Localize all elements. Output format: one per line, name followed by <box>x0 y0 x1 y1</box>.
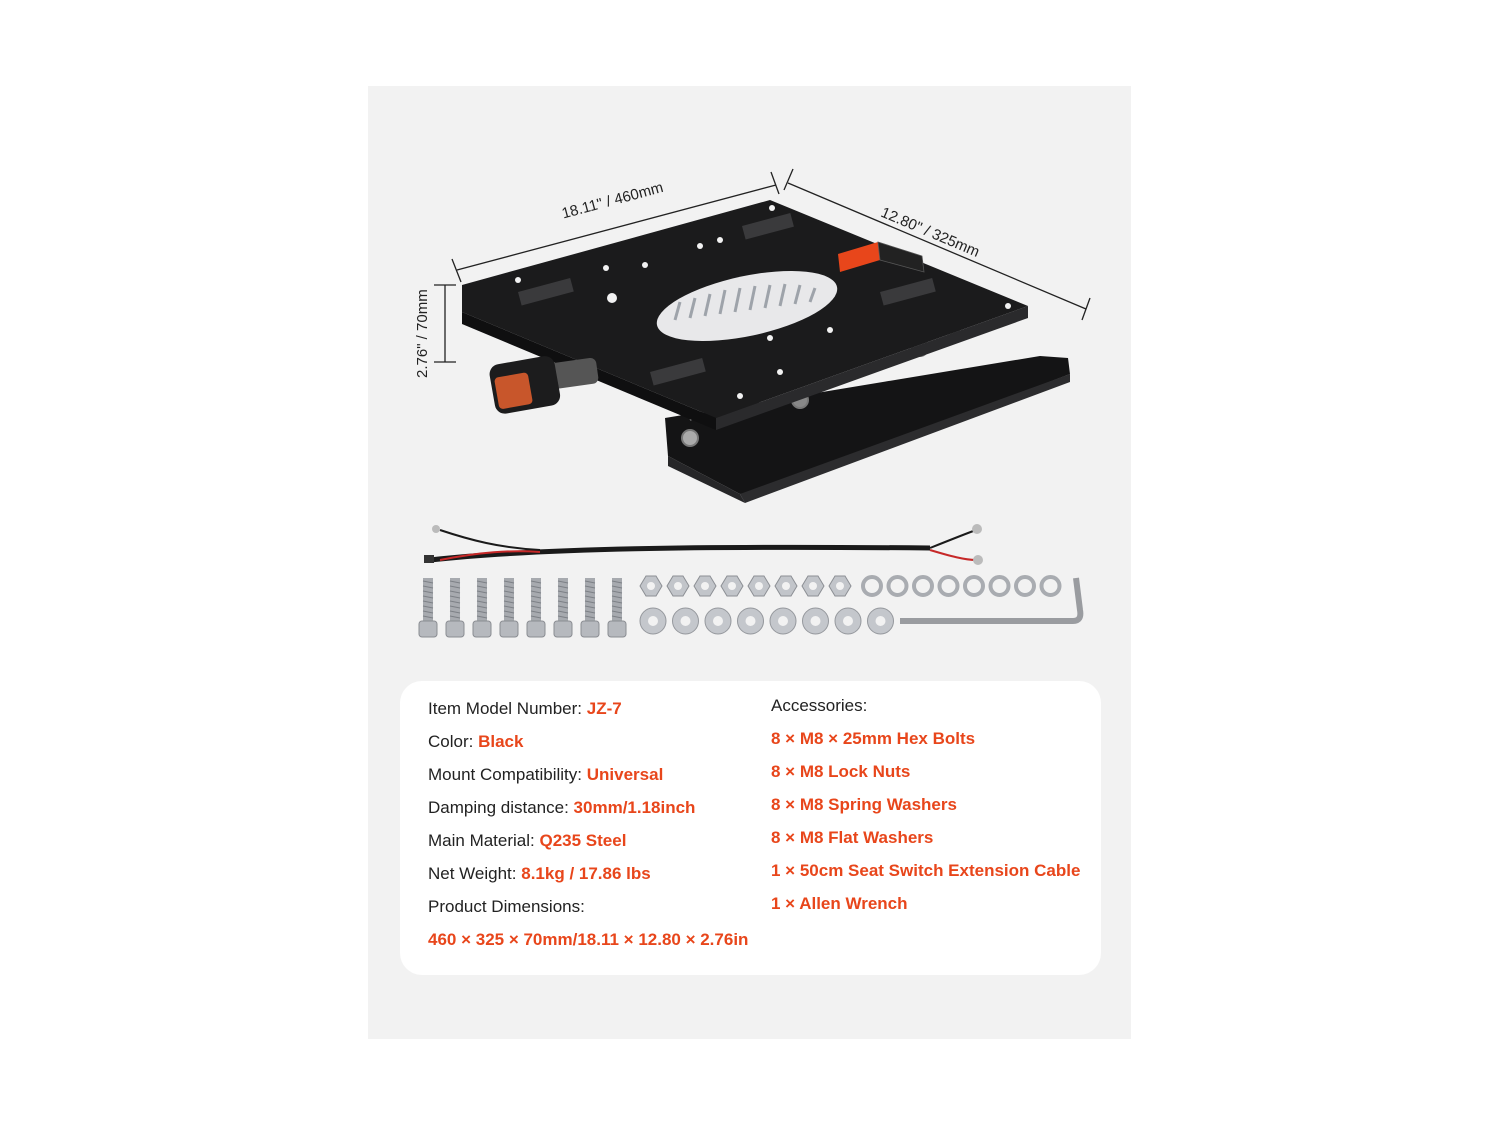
lock-nut <box>639 575 663 597</box>
spring-washer <box>912 575 934 597</box>
spring-washer <box>1014 575 1036 597</box>
material-row: Main Material: Q235 Steel <box>428 831 626 851</box>
lock-nut <box>666 575 690 597</box>
top-plate <box>462 200 1028 430</box>
flat-washer <box>639 607 667 635</box>
weight-value: 8.1kg / 17.86 lbs <box>521 864 651 883</box>
accessory-item: 8 × M8 Lock Nuts <box>771 762 911 781</box>
allen-wrench <box>900 577 1084 624</box>
height-label: 2.76" / 70mm <box>414 289 431 378</box>
hex-bolt <box>553 578 573 638</box>
hex-bolt <box>472 578 492 638</box>
damping-label: Damping distance: <box>428 798 569 817</box>
mount-label: Mount Compatibility: <box>428 765 583 784</box>
dimension-lines <box>434 168 1091 363</box>
hex-bolt <box>607 578 627 638</box>
lock-nut <box>693 575 717 597</box>
hex-bolt <box>526 578 546 638</box>
spring-washer <box>1039 575 1062 597</box>
flat-washer <box>867 607 894 635</box>
spring <box>673 283 817 321</box>
mount-value: Universal <box>586 765 664 784</box>
hex-bolt <box>445 578 465 638</box>
lock-nut <box>828 575 852 597</box>
color-row: Color: Black <box>428 732 523 752</box>
material-value: Q235 Steel <box>539 831 627 850</box>
width-dimension-line <box>787 182 1087 310</box>
color-value: Black <box>478 732 524 751</box>
spec-card <box>400 681 1101 975</box>
length-dimension-line <box>456 184 777 271</box>
color-label: Color: <box>428 732 474 751</box>
spring-washer <box>937 575 960 597</box>
warning-label <box>838 242 880 272</box>
dimensions-label: Product Dimensions: <box>428 897 585 916</box>
accessories-title: Accessories: <box>771 696 868 715</box>
accessory-item: 8 × M8 Spring Washers <box>771 795 957 814</box>
lock-nut <box>774 575 798 597</box>
extension-cable <box>424 524 983 565</box>
model-number-value: JZ-7 <box>586 699 622 718</box>
flat-washer <box>672 607 699 635</box>
spring-washer <box>886 575 909 597</box>
lock-nut <box>801 575 825 597</box>
material-label: Main Material: <box>428 831 535 850</box>
lower-frame <box>665 356 1070 503</box>
lock-nut <box>720 575 744 597</box>
model-number-label: Item Model Number: <box>428 699 582 718</box>
dimensions-value: 460 × 325 × 70mm/18.11 × 12.80 × 2.76in <box>428 930 749 949</box>
flat-washer <box>704 607 732 635</box>
flat-washer <box>769 607 797 635</box>
weight-label: Net Weight: <box>428 864 517 883</box>
adjustment-knob <box>489 356 599 414</box>
hex-bolts <box>418 578 627 638</box>
flat-washer <box>737 607 764 635</box>
flat-washer <box>802 607 829 635</box>
accessory-item: 1 × 50cm Seat Switch Extension Cable <box>771 861 1081 880</box>
damping-row: Damping distance: 30mm/1.18inch <box>428 798 695 818</box>
weight-row: Net Weight: 8.1kg / 17.86 lbs <box>428 864 651 884</box>
accessory-item: 8 × M8 × 25mm Hex Bolts <box>771 729 976 748</box>
spring-washer <box>963 575 985 597</box>
hex-bolt <box>499 578 519 638</box>
flat-washer <box>834 607 862 635</box>
accessory-item: 1 × Allen Wrench <box>771 894 908 913</box>
nuts-and-washers <box>639 575 1062 635</box>
spring-washer <box>988 575 1011 597</box>
lock-nut <box>747 575 771 597</box>
model-number-row: Item Model Number: JZ-7 <box>428 699 622 719</box>
spring-washer <box>861 575 883 597</box>
hex-bolt <box>580 578 600 638</box>
damping-value: 30mm/1.18inch <box>573 798 696 817</box>
hex-bolt <box>418 578 438 638</box>
accessory-item: 8 × M8 Flat Washers <box>771 828 934 847</box>
mount-row: Mount Compatibility: Universal <box>428 765 663 785</box>
